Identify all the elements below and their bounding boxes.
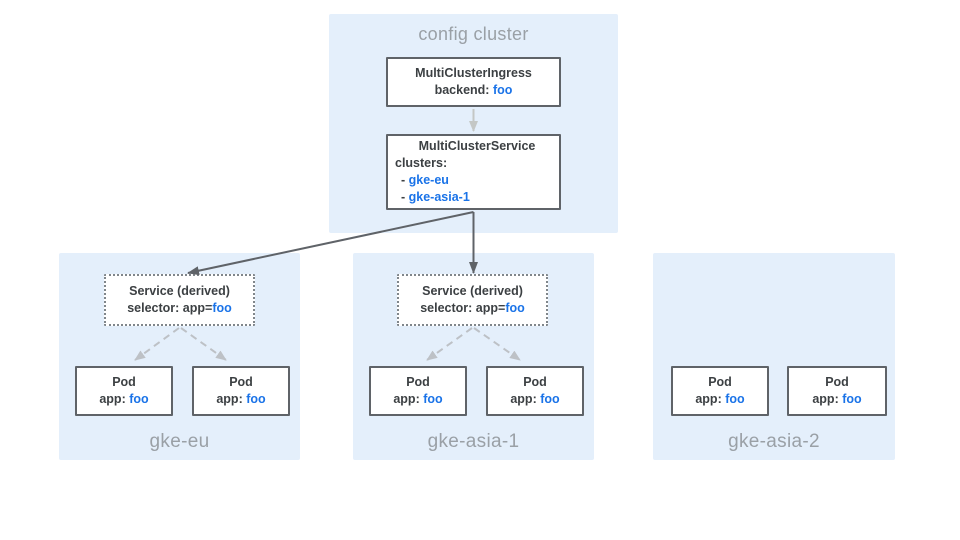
pod-title: Pod [112,375,136,389]
gke-asia-2-panel: Pod app: foo Pod app: foo gke-asia-2 [653,253,895,460]
cluster-ref-gke-eu: gke-eu [408,173,449,187]
config-cluster-title: config cluster [418,24,529,44]
config-cluster-panel: config cluster MultiClusterIngress backe… [329,14,618,233]
derived-service-name: Service (derived) [422,284,523,298]
app-label: app: [99,392,130,406]
pod-title: Pod [229,375,253,389]
app-label: app: [695,392,726,406]
gke-asia-1-panel: Service (derived) selector: app=foo Pod … [353,253,594,460]
app-label: app: [812,392,843,406]
backend-value: foo [492,83,513,97]
app-value: foo [246,392,266,406]
app-value: foo [725,392,745,406]
app-value: foo [423,392,443,406]
app-label: app: [510,392,541,406]
pod-title: Pod [708,375,732,389]
pod-box: Pod app: foo [369,366,467,416]
app-value: foo [540,392,560,406]
multi-cluster-service-box: MultiClusterService clusters: - gke-eu -… [386,134,561,210]
gke-asia-2-label: gke-asia-2 [728,431,820,452]
pod-box: Pod app: foo [75,366,173,416]
app-value: foo [129,392,149,406]
selector-value: foo [505,301,525,315]
app-label: app: [216,392,247,406]
pod-box: Pod app: foo [787,366,887,416]
backend-label: backend: [434,83,493,97]
multi-cluster-service-name: MultiClusterService [418,139,536,153]
pod-box: Pod app: foo [671,366,769,416]
cluster-list-item: - gke-asia-1 [395,189,559,206]
derived-service-selector: selector: app=foo [127,300,232,317]
cluster-list-item: - gke-eu [395,172,559,189]
dash: - [401,173,409,187]
gke-eu-label: gke-eu [149,431,210,452]
pod-title: Pod [523,375,547,389]
pod-app-label: app: foo [99,391,148,408]
clusters-label: clusters: [395,156,448,170]
gke-eu-panel: Service (derived) selector: app=foo Pod … [59,253,300,460]
app-label: app: [393,392,424,406]
multi-cluster-ingress-box: MultiClusterIngress backend: foo [386,57,561,107]
selector-value: foo [212,301,232,315]
dash: - [401,190,409,204]
pod-app-label: app: foo [812,391,861,408]
pod-title: Pod [406,375,430,389]
derived-service-box: Service (derived) selector: app=foo [397,274,548,326]
pod-app-label: app: foo [216,391,265,408]
selector-label: selector: app= [127,301,213,315]
derived-service-selector: selector: app=foo [420,300,525,317]
pod-box: Pod app: foo [486,366,584,416]
cluster-ref-gke-asia-1: gke-asia-1 [408,190,470,204]
app-value: foo [842,392,862,406]
derived-service-box: Service (derived) selector: app=foo [104,274,255,326]
multi-cluster-ingress-name: MultiClusterIngress [415,66,532,80]
multi-cluster-ingress-backend: backend: foo [435,82,513,99]
gke-asia-1-label: gke-asia-1 [427,431,520,452]
pod-app-label: app: foo [695,391,744,408]
selector-label: selector: app= [420,301,506,315]
derived-service-name: Service (derived) [129,284,230,298]
pod-app-label: app: foo [510,391,559,408]
pod-box: Pod app: foo [192,366,290,416]
pod-title: Pod [825,375,849,389]
pod-app-label: app: foo [393,391,442,408]
